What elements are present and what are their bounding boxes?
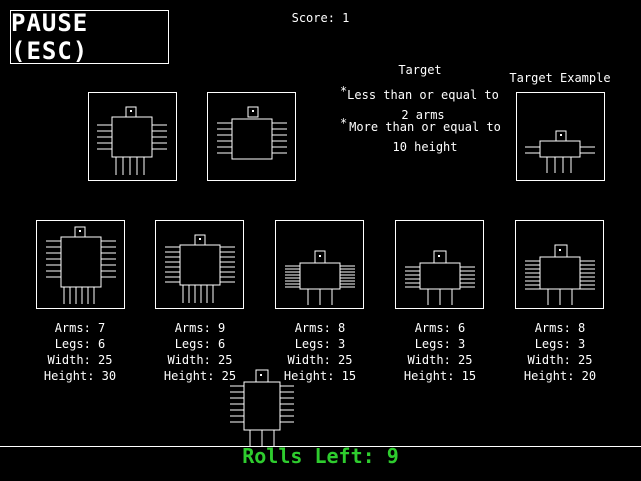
height-stat: Height: 30 — [43, 369, 117, 383]
parent-robot-2 — [207, 92, 296, 181]
target-example-title: Target Example — [509, 71, 611, 85]
width-stat: Width: 25 — [167, 353, 233, 367]
target-rule-arms: * Less than or equal to 2 arms — [326, 84, 506, 125]
robot-icon — [525, 130, 595, 173]
legs-stat: Legs: 6 — [54, 337, 106, 351]
legs-stat: Legs: 3 — [534, 337, 586, 351]
legs-stat: Legs: 3 — [294, 337, 346, 351]
width-stat: Width: 25 — [47, 353, 113, 367]
candidate-stats-1: Arms: 7 Legs: 6 Width: 25 Height: 30 — [25, 320, 135, 384]
candidate-robot-3[interactable] — [275, 220, 364, 309]
arms-stat: Arms: 7 — [54, 321, 106, 335]
height-stat: Height: 15 — [283, 369, 357, 383]
width-stat: Width: 25 — [407, 353, 473, 367]
rolls-left-counter: Rolls Left: 9 — [242, 444, 399, 468]
target-example-box — [516, 92, 605, 181]
candidate-robot-5[interactable] — [515, 220, 604, 309]
candidate-robot-1[interactable] — [36, 220, 125, 309]
legs-stat: Legs: 6 — [174, 337, 226, 351]
target-rule-height: * More than or equal to 10 height — [326, 116, 506, 157]
candidate-stats-5: Arms: 8 Legs: 3 Width: 25 Height: 20 — [505, 320, 615, 384]
robot-icon — [405, 250, 475, 305]
candidate-stats-4: Arms: 6 Legs: 3 Width: 25 Height: 15 — [385, 320, 495, 384]
player-robot-icon — [230, 369, 294, 446]
candidate-robot-2[interactable] — [155, 220, 244, 309]
bullet-icon: * — [340, 116, 348, 130]
arms-stat: Arms: 9 — [174, 321, 226, 335]
height-stat: Height: 25 — [163, 369, 237, 383]
parent-robot-1 — [88, 92, 177, 181]
robot-icon — [285, 250, 355, 305]
target-title: Target — [398, 63, 442, 77]
arms-stat: Arms: 8 — [294, 321, 346, 335]
robot-icon — [217, 106, 287, 160]
arms-stat: Arms: 8 — [534, 321, 586, 335]
height-stat: Height: 20 — [523, 369, 597, 383]
robot-icon — [525, 244, 595, 305]
candidate-stats-3: Arms: 8 Legs: 3 Width: 25 Height: 15 — [265, 320, 375, 384]
robot-icon — [165, 234, 235, 303]
width-stat: Width: 25 — [287, 353, 353, 367]
robot-icon — [46, 226, 116, 304]
candidate-robot-4[interactable] — [395, 220, 484, 309]
arms-stat: Arms: 6 — [414, 321, 466, 335]
candidate-stats-2: Arms: 9 Legs: 6 Width: 25 Height: 25 — [145, 320, 255, 384]
score-display: Score: 1 — [291, 11, 350, 25]
width-stat: Width: 25 — [527, 353, 593, 367]
robot-icon — [97, 106, 167, 175]
height-stat: Height: 15 — [403, 369, 477, 383]
pause-button[interactable]: PAUSE (ESC) — [10, 9, 169, 65]
bullet-icon: * — [340, 84, 348, 98]
ground-line — [0, 446, 641, 447]
legs-stat: Legs: 3 — [414, 337, 466, 351]
